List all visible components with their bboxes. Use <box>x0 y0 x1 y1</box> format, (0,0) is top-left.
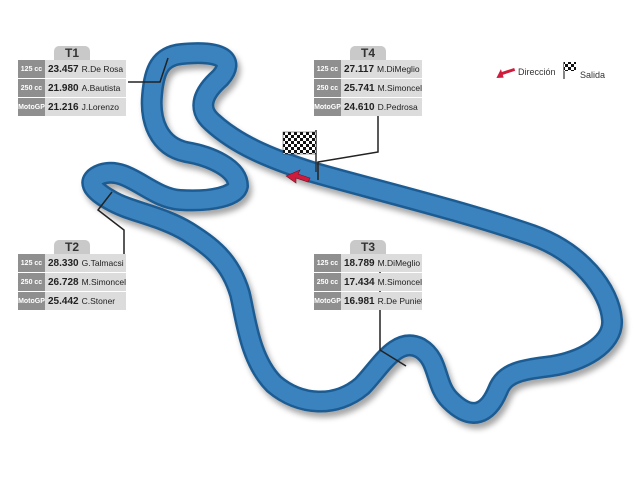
sector-title: T3 <box>350 240 386 254</box>
class-label: 250 cc <box>18 273 45 291</box>
sector-time: 21.980 <box>48 82 79 94</box>
rider-name: M.Simoncelli <box>81 277 126 287</box>
legend-direction-label: Dirección <box>518 67 556 77</box>
track <box>81 42 623 424</box>
checkered-flag-icon <box>563 62 576 79</box>
class-label: MotoGP <box>314 292 341 310</box>
connector-t2 <box>96 191 125 262</box>
class-label: 125 cc <box>314 60 341 78</box>
sector-time: 23.457 <box>48 63 79 75</box>
rider-name: A.Bautista <box>81 83 121 93</box>
rider-name: R.De Rosa <box>81 64 124 74</box>
sector-time: 25.741 <box>344 82 375 94</box>
class-label: 250 cc <box>18 79 45 97</box>
class-label: 125 cc <box>314 254 341 272</box>
class-label: MotoGP <box>18 292 45 310</box>
sector-time: 24.610 <box>344 101 375 113</box>
start-flag-icon <box>282 130 317 172</box>
sector-time: 21.216 <box>48 101 79 113</box>
rider-name: M.Simoncelli <box>377 83 422 93</box>
sector-time: 25.442 <box>48 295 79 307</box>
rider-name: J.Lorenzo <box>81 102 119 112</box>
class-label: 125 cc <box>18 60 45 78</box>
legend-start-label: Salida <box>580 70 606 80</box>
sector-title: T2 <box>54 240 90 254</box>
sector-time: 16.981 <box>344 295 375 307</box>
class-label: 250 cc <box>314 273 341 291</box>
class-label: MotoGP <box>314 98 341 116</box>
sector-time: 27.117 <box>344 63 375 75</box>
class-label: 125 cc <box>18 254 45 272</box>
track-surface <box>83 44 621 422</box>
sector-title: T4 <box>350 46 386 60</box>
rider-name: M.DiMeglio <box>377 64 420 74</box>
connector-t1 <box>128 57 169 83</box>
rider-name: M.Simoncelli <box>377 277 422 287</box>
sector-time: 28.330 <box>48 257 79 269</box>
connector-t4 <box>317 112 379 180</box>
rider-name: M.DiMeglio <box>377 258 421 268</box>
rider-name: G.Talmacsi <box>81 258 124 268</box>
legend-start: Salida <box>562 60 605 80</box>
rider-name: C.Stoner <box>81 296 116 306</box>
rider-name: D.Pedrosa <box>377 102 418 112</box>
legend-direction: Dirección <box>494 66 556 78</box>
rider-name: R.De Puniet <box>377 296 422 306</box>
sector-time: 26.728 <box>48 276 79 288</box>
sector-time: 18.789 <box>344 257 375 269</box>
sector-time: 17.434 <box>344 276 375 288</box>
class-label: MotoGP <box>18 98 45 116</box>
red-arrow-icon <box>496 67 516 78</box>
direction-arrow-icon <box>285 169 311 184</box>
sector-title: T1 <box>54 46 90 60</box>
class-label: 250 cc <box>314 79 341 97</box>
